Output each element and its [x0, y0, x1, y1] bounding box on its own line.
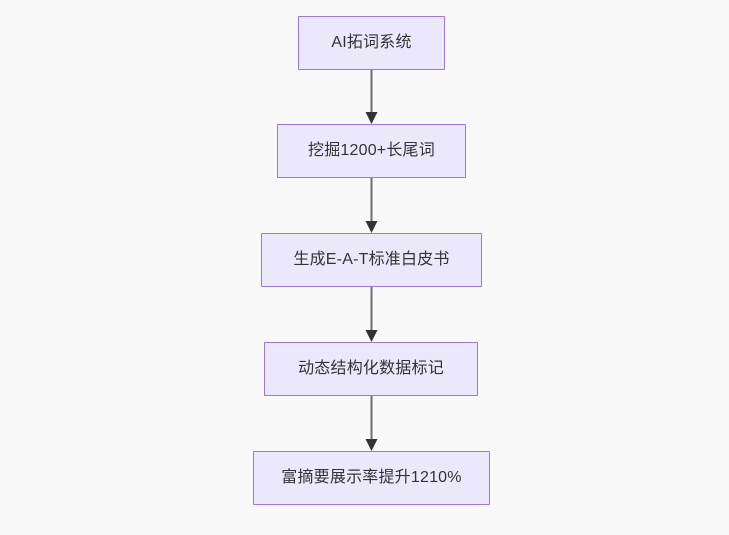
flowchart-node-rich-snippet-rate-increase[interactable]: 富摘要展示率提升1210%	[253, 451, 490, 505]
flowchart-node-mine-longtail-keywords[interactable]: 挖掘1200+长尾词	[277, 124, 466, 178]
edge-n1-n2	[365, 178, 378, 233]
edge-n3-n4	[365, 396, 378, 451]
flowchart-node-dynamic-structured-data-markup[interactable]: 动态结构化数据标记	[264, 342, 478, 396]
node-label: 挖掘1200+长尾词	[308, 142, 435, 160]
flowchart-node-ai-keyword-system[interactable]: AI拓词系统	[298, 16, 445, 70]
node-label: AI拓词系统	[331, 34, 412, 52]
node-label: 动态结构化数据标记	[298, 360, 444, 378]
edge-n2-n3	[365, 287, 378, 342]
node-label: 富摘要展示率提升1210%	[281, 469, 462, 487]
flowchart-node-generate-eat-whitepaper[interactable]: 生成E-A-T标准白皮书	[261, 233, 482, 287]
node-label: 生成E-A-T标准白皮书	[293, 251, 450, 269]
edge-n0-n1	[365, 70, 378, 124]
